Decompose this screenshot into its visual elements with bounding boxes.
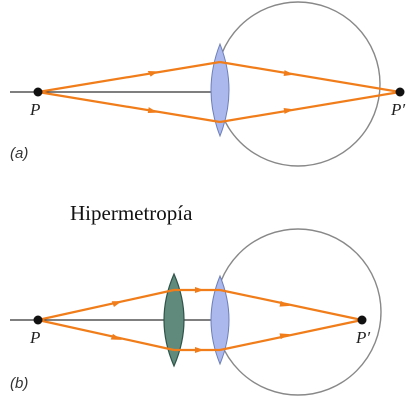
arrow-a-4 bbox=[283, 107, 294, 114]
ray-b-lower-3 bbox=[219, 318, 363, 352]
point-p-prime-b bbox=[357, 315, 367, 325]
caption: Hipermetropía bbox=[70, 201, 193, 225]
eye-lens-a bbox=[210, 42, 230, 138]
ray-arrows-b bbox=[110, 287, 290, 353]
label-p-a: P bbox=[29, 100, 40, 119]
point-p-b bbox=[33, 315, 43, 325]
arrow-b-5 bbox=[279, 300, 290, 307]
arrow-b-2 bbox=[110, 333, 122, 340]
point-p-prime-a bbox=[395, 87, 405, 97]
ray-b-upper-1 bbox=[37, 288, 175, 322]
arrow-a-3 bbox=[283, 70, 294, 77]
label-p-prime-a: P′ bbox=[390, 100, 405, 119]
rays-a bbox=[37, 60, 401, 124]
point-p-a bbox=[33, 87, 43, 97]
rays-b bbox=[37, 288, 363, 352]
panel-label-a: (a) bbox=[10, 145, 28, 162]
eye-lens-b bbox=[210, 274, 230, 366]
arrow-b-1 bbox=[111, 301, 122, 307]
ray-a-lower-1 bbox=[37, 90, 221, 124]
panel-a: P P′ (a) bbox=[10, 1, 405, 167]
ray-a-upper-1 bbox=[37, 60, 221, 94]
eyeball-b bbox=[214, 228, 382, 396]
arrow-b-6 bbox=[279, 333, 290, 340]
label-p-prime-b: P′ bbox=[355, 328, 370, 347]
ray-b-upper-3 bbox=[219, 288, 363, 322]
ray-a-lower-2 bbox=[219, 90, 401, 124]
ray-b-lower-1 bbox=[37, 318, 175, 352]
corrective-lens-b bbox=[163, 272, 185, 368]
label-p-b: P bbox=[29, 328, 40, 347]
panel-label-b: (b) bbox=[10, 375, 28, 392]
arrow-b-4 bbox=[195, 347, 204, 353]
ray-a-upper-2 bbox=[219, 60, 401, 94]
ray-arrows-a bbox=[147, 70, 294, 114]
arrow-a-2 bbox=[147, 107, 158, 114]
arrow-b-3 bbox=[195, 287, 204, 293]
panel-b: P P′ (b) bbox=[10, 228, 382, 396]
arrow-a-1 bbox=[147, 70, 158, 77]
